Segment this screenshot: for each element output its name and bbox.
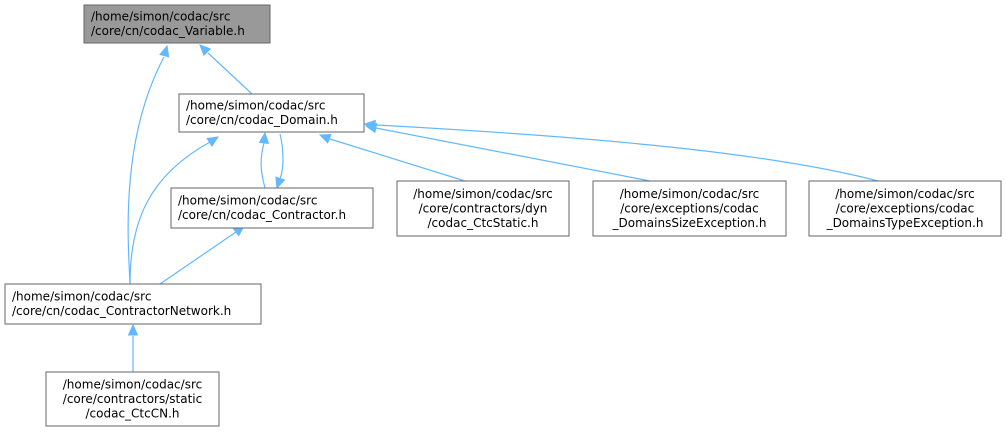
node-label-line: /core/cn/codac_Variable.h: [91, 24, 245, 38]
node-box: [808, 180, 1002, 237]
node-label-line: /core/exceptions/codac: [836, 201, 975, 215]
node-contractor[interactable]: /home/simon/codac/src/core/cn/codac_Cont…: [170, 187, 374, 229]
arrowhead-icon: [363, 119, 376, 131]
node-label-line: /home/simon/codac/src: [186, 99, 325, 113]
edge-ctcstatic-to-domain: [318, 134, 466, 182]
node-label-line: /home/simon/codac/src: [620, 187, 759, 201]
arrowhead-icon: [258, 131, 270, 144]
edge-line: [375, 124, 879, 182]
edge-line: [159, 231, 237, 285]
node-typeexc[interactable]: /home/simon/codac/src/core/exceptions/co…: [808, 180, 1002, 237]
node-label-line: /home/simon/codac/src: [63, 377, 202, 391]
arrowhead-icon: [275, 176, 286, 190]
node-label-line: /core/exceptions/codac: [620, 201, 759, 215]
node-label-line: _DomainsTypeException.h: [826, 216, 984, 230]
node-label-line: /core/cn/codac_Contractor.h: [178, 208, 346, 222]
edge-line: [329, 138, 466, 182]
node-ctcstatic[interactable]: /home/simon/codac/src/core/contractors/d…: [396, 180, 570, 237]
edge-line: [207, 52, 253, 95]
edge-line: [279, 133, 284, 180]
node-domain[interactable]: /home/simon/codac/src/core/cn/codac_Doma…: [178, 93, 365, 133]
node-label-line: /core/contractors/dyn: [419, 201, 548, 215]
node-box: [592, 180, 787, 237]
node-box: [4, 283, 262, 325]
arrowhead-icon: [159, 44, 170, 58]
node-label-line: _DomainsSizeException.h: [612, 216, 767, 230]
edge-line: [127, 56, 165, 285]
edge-domain-to-variable: [199, 44, 253, 95]
node-variable[interactable]: /home/simon/codac/src/core/cn/codac_Vari…: [83, 4, 271, 44]
edge-network-to-variable: [127, 44, 170, 285]
node-sizeexc[interactable]: /home/simon/codac/src/core/exceptions/co…: [592, 180, 787, 237]
nodes-layer: /home/simon/codac/src/core/cn/codac_Vari…: [4, 4, 1002, 427]
node-label-line: /codac_CtcStatic.h: [428, 216, 539, 230]
node-label-line: /home/simon/codac/src: [12, 290, 151, 304]
edge-line: [260, 142, 266, 189]
node-label-line: /home/simon/codac/src: [91, 10, 230, 24]
edge-network-to-contractor: [159, 225, 245, 285]
node-label-line: /core/cn/codac_ContractorNetwork.h: [12, 304, 231, 318]
node-box: [396, 180, 570, 237]
node-label-line: /home/simon/codac/src: [413, 187, 552, 201]
edge-domain-to-contractor: [275, 133, 286, 190]
node-label-line: /codac_CtcCN.h: [85, 406, 179, 420]
edge-network-to-domain: [129, 136, 220, 285]
edges-layer: [127, 44, 879, 372]
edge-contractor-to-domain: [258, 131, 270, 189]
edge-ctccn-to-network: [127, 323, 139, 372]
node-box: [170, 187, 374, 229]
node-ctccn[interactable]: /home/simon/codac/src/core/contractors/s…: [45, 371, 220, 427]
node-label-line: /home/simon/codac/src: [835, 187, 974, 201]
node-label-line: /core/contractors/static: [63, 392, 202, 406]
edge-sizeexc-to-domain: [364, 122, 651, 182]
edge-typeexc-to-domain: [363, 119, 879, 182]
node-label-line: /core/cn/codac_Domain.h: [186, 113, 338, 127]
arrowhead-icon: [199, 44, 212, 57]
edge-line: [375, 127, 651, 182]
node-box: [83, 4, 271, 44]
node-label-line: /home/simon/codac/src: [178, 194, 317, 208]
node-network[interactable]: /home/simon/codac/src/core/cn/codac_Cont…: [4, 283, 262, 325]
node-box: [45, 371, 220, 427]
arrowhead-icon: [206, 136, 220, 148]
edge-line: [129, 141, 211, 285]
node-box: [178, 93, 365, 133]
arrowhead-icon: [318, 134, 332, 144]
arrowhead-icon: [127, 323, 139, 336]
